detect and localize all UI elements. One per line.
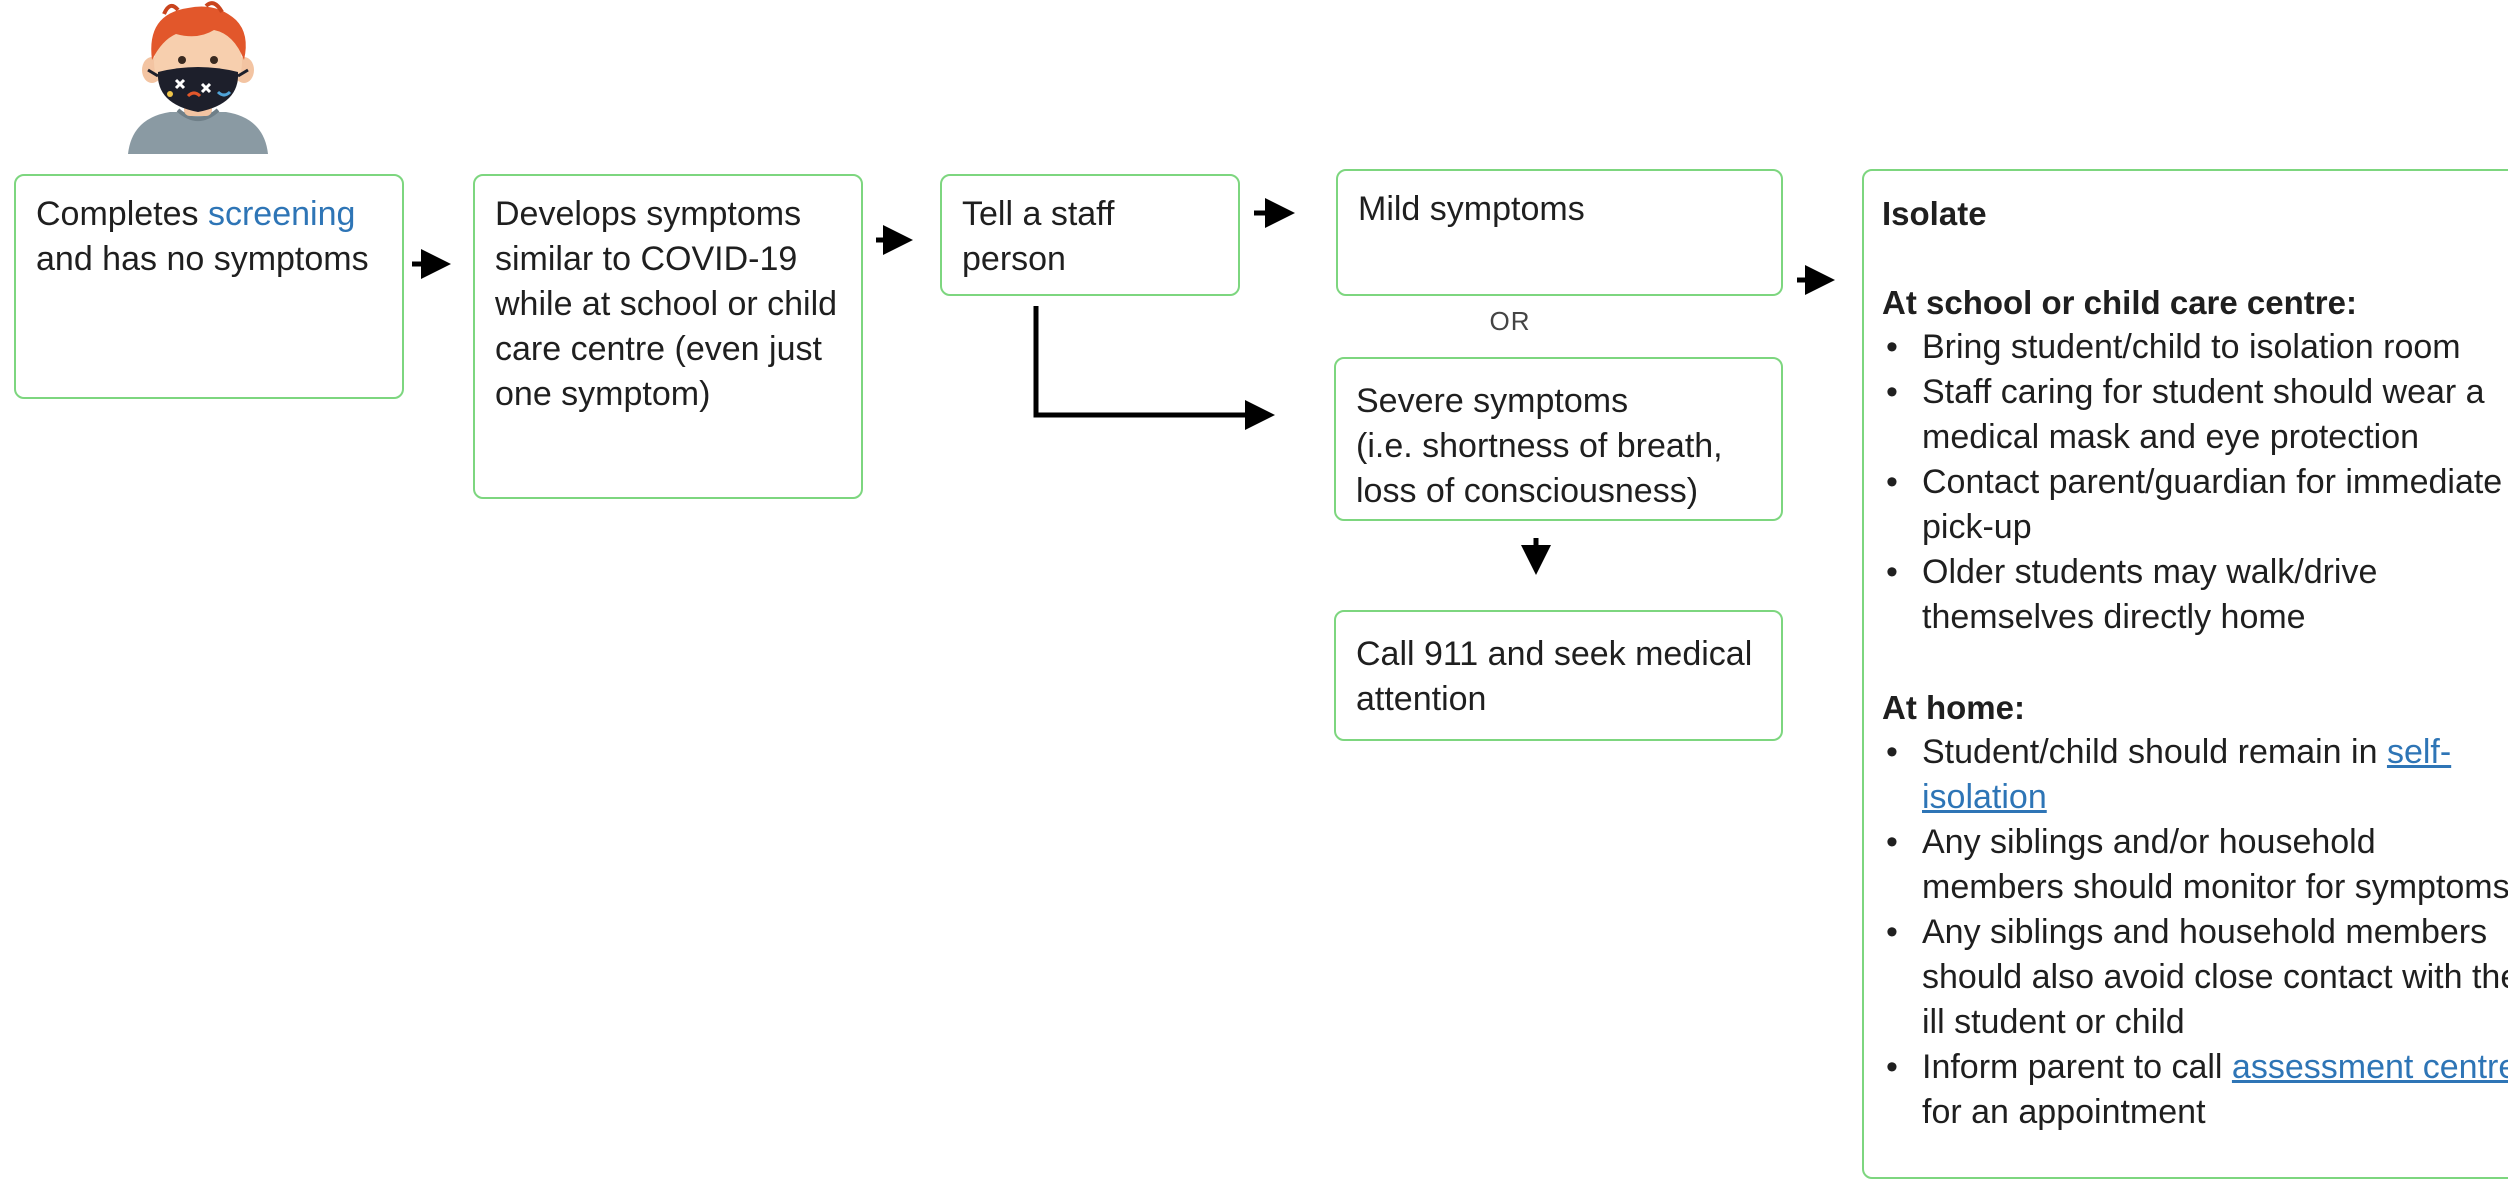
school-item: Contact parent/guardian for immediate pi…: [1882, 460, 2508, 550]
assessment-centre-link[interactable]: assessment centre: [2231, 1048, 2508, 1086]
school-item: Staff caring for student should wear a m…: [1882, 370, 2508, 460]
isolate-title: Isolate: [1882, 195, 1987, 232]
child-with-mask-icon: [128, 1, 268, 154]
home-item: Inform parent to call assessment centre …: [1882, 1045, 2508, 1135]
call-911-box: Call 911 and seek medical attention: [1334, 610, 1783, 741]
arrow-tell-to-severe: [1033, 306, 1275, 430]
tell-staff-box: Tell a staff person: [940, 174, 1240, 296]
home-item-text: Any siblings and/or household: [1922, 823, 2376, 861]
self-isolation-link-continued[interactable]: isolation: [1922, 778, 2047, 816]
develops-symptoms-text: Develops symptoms similar to COVID-19 wh…: [495, 195, 838, 413]
school-item-text: Older students may walk/drive: [1922, 553, 2378, 591]
school-item: Older students may walk/drive themselves…: [1882, 550, 2508, 640]
self-isolation-link[interactable]: self-: [2386, 733, 2452, 771]
school-item-text: Staff caring for student should wear a: [1922, 373, 2485, 411]
home-heading: At home:: [1882, 689, 2025, 726]
or-label: OR: [1489, 306, 1531, 336]
develops-symptoms-box: Develops symptoms similar to COVID-19 wh…: [473, 174, 863, 499]
home-item-text: Student/child should remain in: [1922, 733, 2387, 771]
home-item-text: ill student or child: [1922, 1003, 2185, 1041]
call-911-text: Call 911 and seek medical attention: [1356, 635, 1753, 718]
home-item: Any siblings and/or household members sh…: [1882, 820, 2508, 910]
screening-step-text-post: and has no symptoms: [36, 240, 369, 278]
tell-staff-text: Tell a staff person: [962, 195, 1115, 278]
severe-symptoms-line-1: Severe symptoms: [1356, 382, 1629, 420]
screening-link[interactable]: screening: [207, 195, 356, 233]
mild-symptoms-text: Mild symptoms: [1358, 190, 1585, 228]
home-item-text: members should monitor for symptoms: [1922, 868, 2508, 906]
home-item: Any siblings and household members shoul…: [1882, 910, 2508, 1045]
school-item-text: Bring student/child to isolation room: [1922, 328, 2461, 366]
school-item: Bring student/child to isolation room: [1882, 325, 2508, 370]
home-list: Student/child should remain in self- iso…: [1882, 730, 2508, 1135]
school-item-text: Contact parent/guardian for immediate: [1922, 463, 2503, 501]
screening-step-box: Completes screening and has no symptoms: [14, 174, 404, 399]
school-item-text: pick-up: [1922, 508, 2032, 546]
mild-symptoms-box: Mild symptoms: [1336, 169, 1783, 296]
screening-step-text-pre: Completes: [36, 195, 208, 233]
home-item-text: should also avoid close contact with the: [1922, 958, 2508, 996]
home-item-text: Any siblings and household members: [1922, 913, 2488, 951]
school-heading: At school or child care centre:: [1882, 284, 2357, 321]
school-item-text: themselves directly home: [1922, 598, 2306, 636]
school-list: Bring student/child to isolation room St…: [1882, 325, 2508, 640]
school-item-text: medical mask and eye protection: [1922, 418, 2420, 456]
home-item-text: Inform parent to call: [1922, 1048, 2232, 1086]
severe-symptoms-line-2: (i.e. shortness of breath,: [1356, 427, 1723, 465]
severe-symptoms-line-3: loss of consciousness): [1356, 472, 1699, 510]
isolate-box: Isolate At school or child care centre: …: [1862, 169, 2508, 1179]
home-item: Student/child should remain in self- iso…: [1882, 730, 2508, 820]
home-item-text: for an appointment: [1922, 1093, 2206, 1131]
severe-symptoms-box: Severe symptoms (i.e. shortness of breat…: [1334, 357, 1783, 521]
